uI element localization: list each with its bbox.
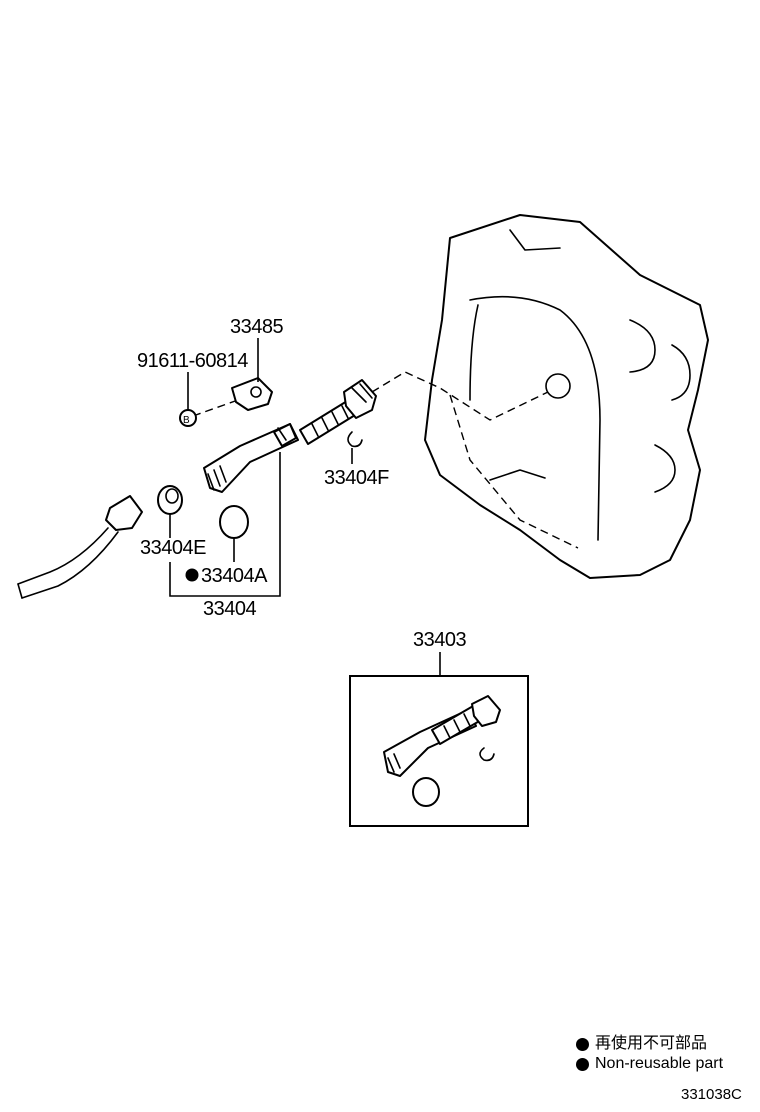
svg-text:B: B bbox=[183, 415, 190, 426]
callout-33485: 33485 bbox=[230, 316, 283, 338]
transmission-case bbox=[424, 214, 709, 579]
e-clip bbox=[347, 431, 363, 448]
oil-seal bbox=[157, 485, 183, 515]
kit-contents bbox=[383, 695, 501, 807]
legend-jp-text: 再使用不可部品 bbox=[595, 1035, 708, 1052]
o-ring bbox=[219, 505, 249, 539]
non-reusable-dot-icon bbox=[576, 1057, 589, 1071]
legend-en-text: Non-reusable part bbox=[595, 1055, 724, 1072]
assembly-line-bolt bbox=[192, 399, 239, 417]
legend: 再使用不可部品 Non-reusable part bbox=[576, 1034, 723, 1074]
callout-33404E: 33404E bbox=[140, 537, 206, 559]
bolt: B bbox=[179, 409, 197, 427]
lock-plate bbox=[231, 377, 273, 411]
callout-33404F: 33404F bbox=[324, 467, 389, 489]
sleeve bbox=[203, 423, 299, 493]
callout-33404A: 33404A bbox=[201, 565, 268, 587]
assembly-line-to-case bbox=[371, 371, 549, 421]
callout-91611-60814: 91611-60814 bbox=[137, 350, 248, 372]
drawing-number: 331038C bbox=[681, 1086, 742, 1103]
non-reusable-dot-icon bbox=[576, 1037, 589, 1051]
assembly-line-lower bbox=[449, 394, 579, 549]
driven-gear-shaft bbox=[299, 379, 377, 445]
speedometer-cable bbox=[17, 495, 143, 599]
non-reusable-dot-icon bbox=[185, 568, 199, 582]
callout-33403: 33403 bbox=[413, 629, 466, 651]
kit-box bbox=[349, 675, 529, 827]
legend-row-jp: 再使用不可部品 bbox=[576, 1034, 723, 1054]
callout-33404: 33404 bbox=[203, 598, 256, 620]
bracket-33404 bbox=[169, 452, 281, 597]
legend-row-en: Non-reusable part bbox=[576, 1054, 723, 1074]
